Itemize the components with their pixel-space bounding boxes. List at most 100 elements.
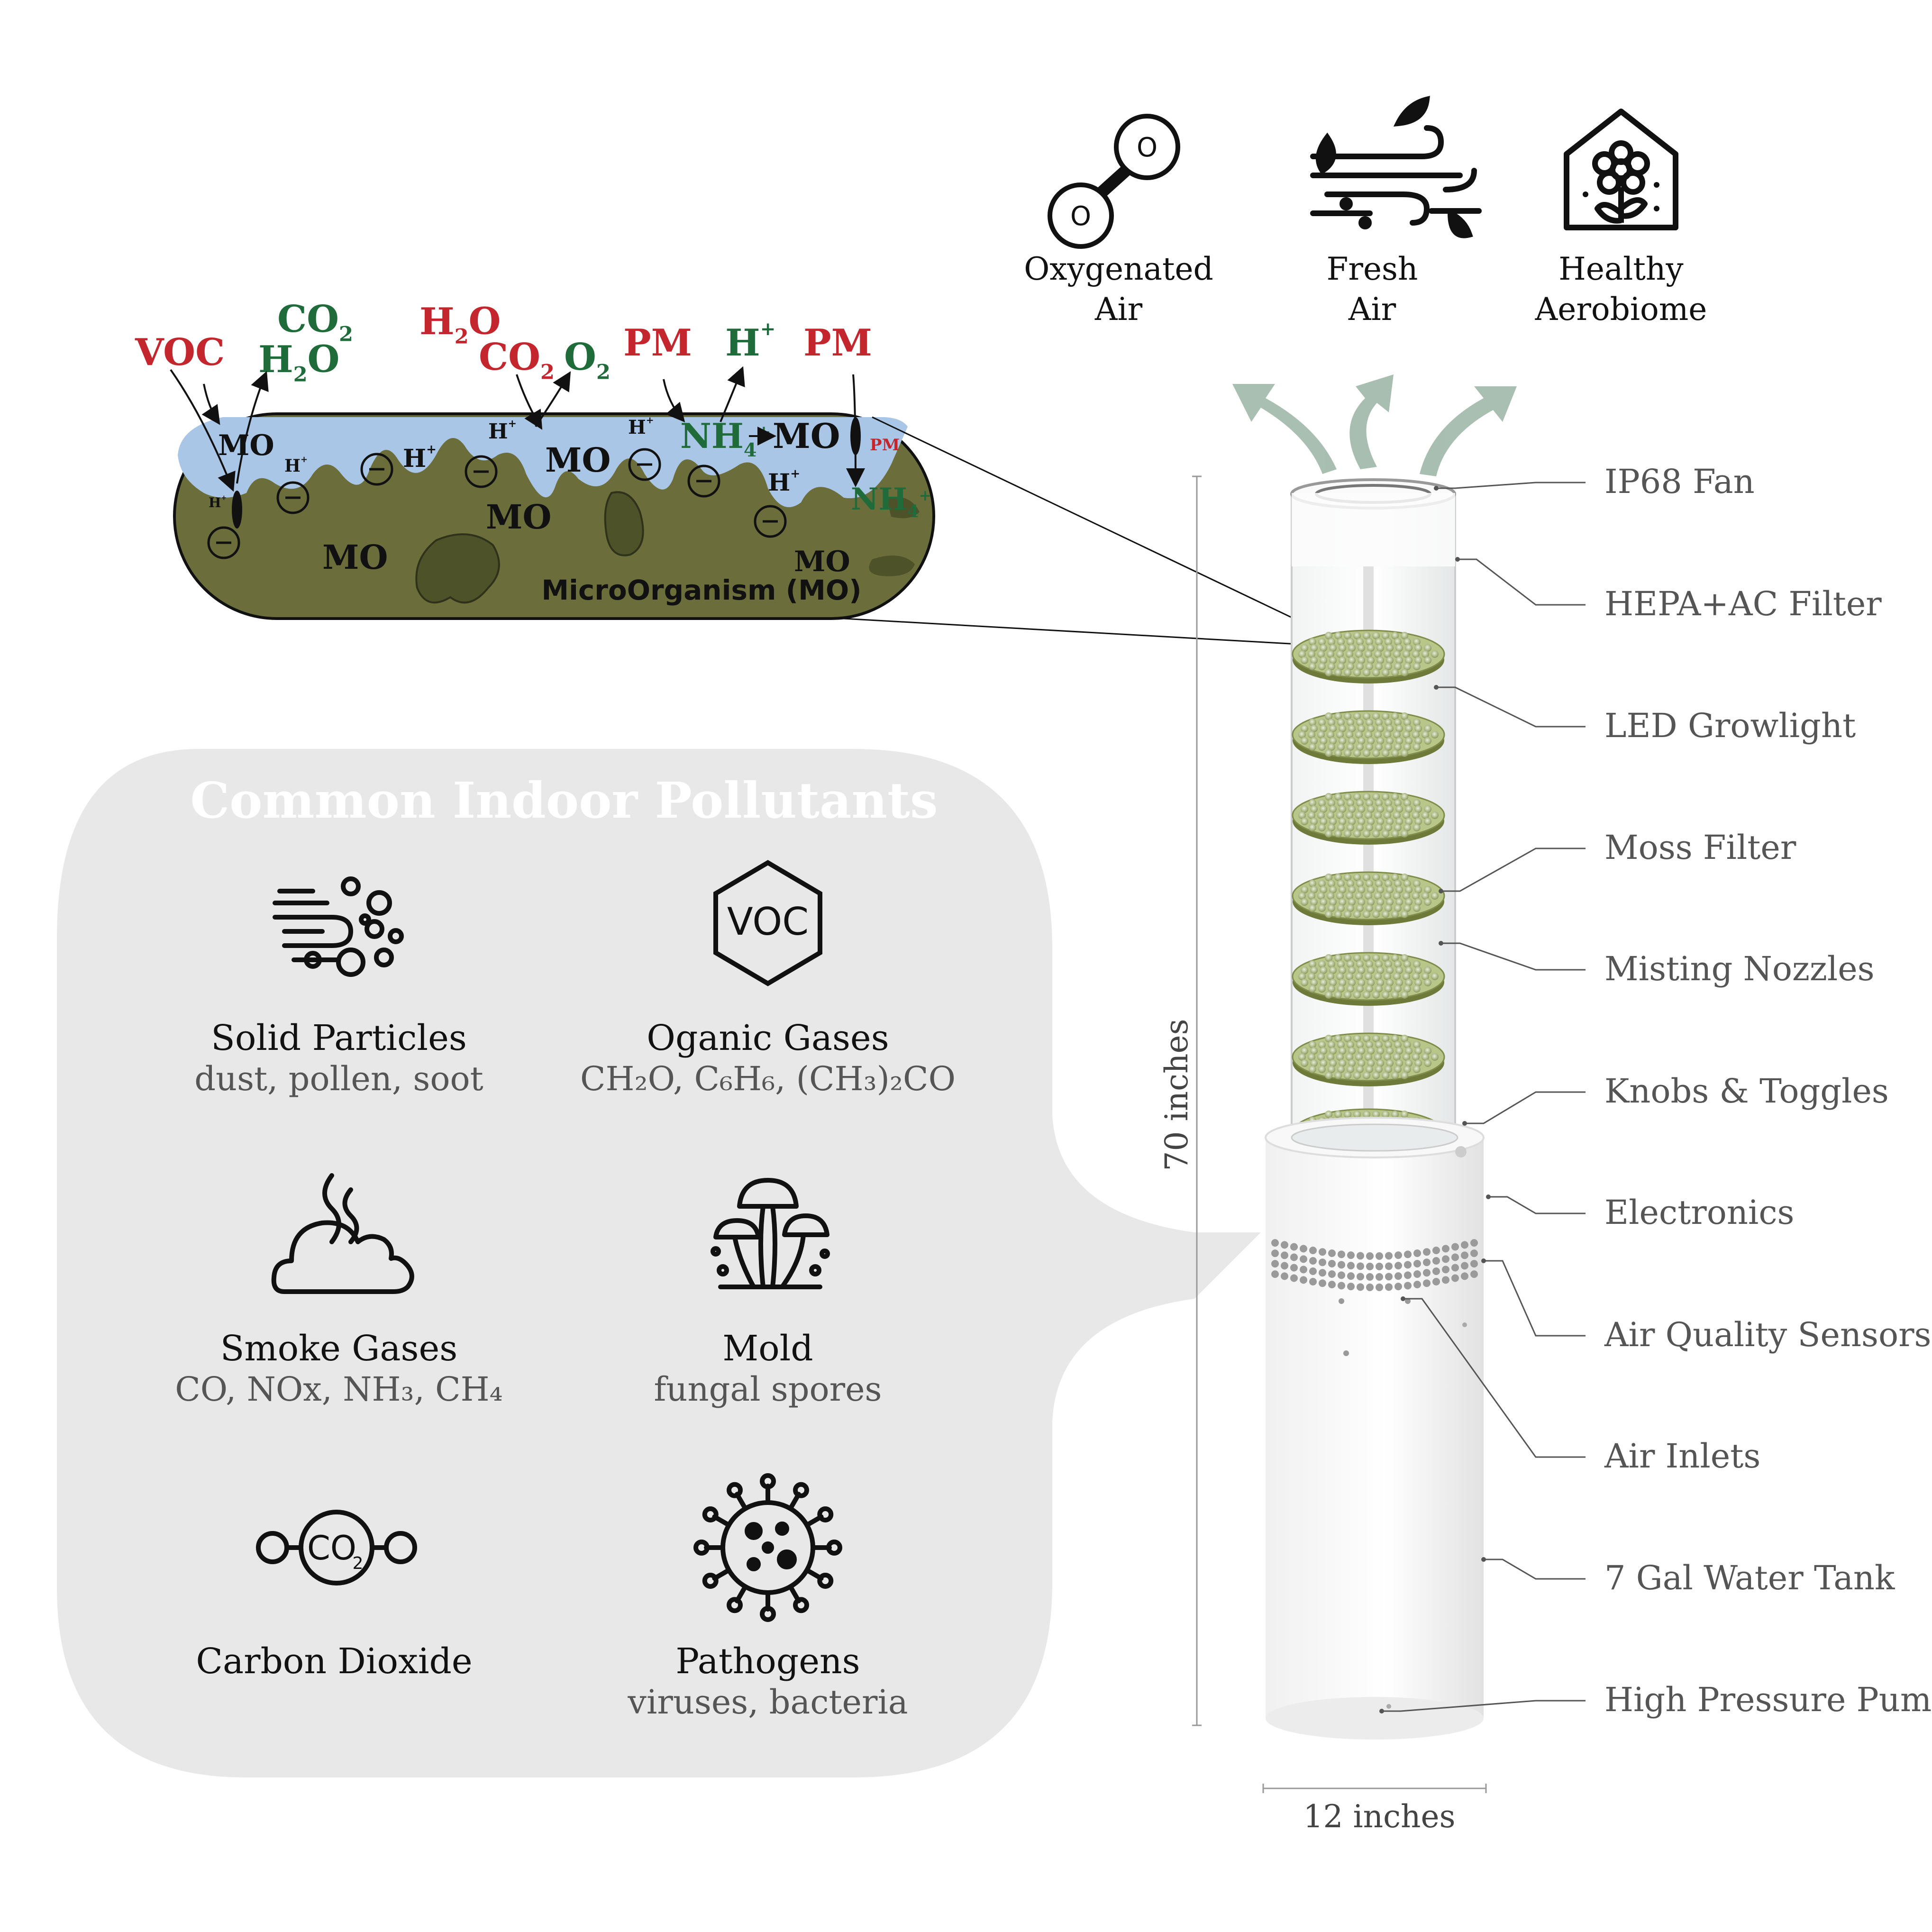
air-inlet-hole	[1300, 1276, 1307, 1284]
negative-charge-icon	[628, 448, 661, 481]
benefit-title-0: Oxygenated	[1024, 251, 1213, 287]
air-inlet-hole	[1451, 1253, 1459, 1261]
negative-charge-icon	[687, 465, 720, 498]
pollutant-name-4: Carbon Dioxide	[196, 1641, 472, 1682]
component-label-5: Knobs & Toggles	[1604, 1072, 1889, 1111]
air-inlet-hole	[1290, 1274, 1298, 1282]
callout-line	[1484, 1558, 1586, 1580]
air-inlet-hole	[1442, 1245, 1449, 1253]
healthy-home-icon	[1564, 109, 1678, 230]
negative-charge-icon	[465, 455, 498, 488]
air-inlet-hole	[1357, 1273, 1364, 1281]
air-inlet-hole	[1413, 1260, 1421, 1268]
species-h-plus: H+	[725, 318, 775, 365]
h-plus-4: H+	[768, 467, 800, 497]
air-inlet-hole	[1394, 1262, 1402, 1270]
pollutant-detail-0: dust, pollen, soot	[194, 1059, 483, 1098]
h-plus-1: H+	[403, 442, 437, 473]
air-inlet-hole	[1376, 1273, 1383, 1281]
air-inlet-hole	[1385, 1252, 1393, 1260]
species-pm-1: PM	[623, 321, 692, 365]
component-label-4: Misting Nozzles	[1604, 949, 1875, 988]
oxygen-molecule-icon: O O	[1048, 114, 1180, 249]
pollutants-panel: Common Indoor Pollutants VOC	[57, 749, 1261, 1777]
air-inlet-hole	[1271, 1249, 1279, 1258]
air-inlet-hole	[1376, 1252, 1383, 1260]
air-inlet-hole	[1423, 1248, 1431, 1256]
air-inlet-hole	[1461, 1241, 1468, 1249]
air-inlet-hole	[1413, 1249, 1421, 1258]
air-inlet-hole	[1423, 1279, 1431, 1287]
air-inlet-hole	[1338, 1250, 1345, 1258]
air-inlet-hole	[1451, 1243, 1459, 1251]
callout-line	[1458, 558, 1586, 606]
air-inlet-hole	[1309, 1277, 1317, 1285]
benefit-subtitle-1: Air	[1348, 291, 1396, 328]
air-inlet-hole	[1281, 1262, 1288, 1270]
air-inlet-hole	[1357, 1262, 1364, 1270]
voc-hexagon-icon: VOC	[713, 860, 822, 986]
air-inlet-hole	[1347, 1283, 1355, 1291]
air-inlet-hole	[1432, 1246, 1440, 1254]
benefit-subtitle-2: Aerobiome	[1535, 291, 1707, 328]
air-inlet-hole	[1366, 1283, 1374, 1291]
air-inlet-hole	[1271, 1270, 1279, 1278]
moss-tray	[1292, 629, 1445, 683]
water-layer	[178, 417, 908, 507]
virus-icon	[693, 1473, 842, 1622]
pollutant-detail-1: CH₂O, C₆H₆, (CH₃)₂CO	[580, 1059, 956, 1098]
benefit-subtitle-0: Air	[1094, 291, 1143, 328]
air-inlet-hole	[1281, 1241, 1288, 1249]
moss-tray	[1292, 791, 1445, 845]
component-label-1: HEPA+AC Filter	[1604, 584, 1882, 623]
air-inlet-hole	[1347, 1272, 1355, 1280]
air-inlet-hole	[1423, 1269, 1431, 1277]
air-inlet-hole	[1319, 1258, 1326, 1267]
air-inlet-hole	[1470, 1260, 1478, 1268]
moss-tray	[1292, 952, 1445, 1006]
air-inlet-hole	[1338, 1261, 1345, 1269]
air-inlet-hole	[1451, 1274, 1459, 1282]
component-label-7: Air Quality Sensors	[1604, 1315, 1931, 1354]
callout-line	[1465, 1091, 1586, 1124]
air-inlet-hole	[1461, 1251, 1468, 1259]
pollutant-detail-3: fungal spores	[654, 1370, 882, 1409]
moss-tray	[1292, 710, 1445, 764]
component-label-2: LED Growlight	[1604, 706, 1856, 745]
air-inlet-hole	[1376, 1262, 1383, 1270]
air-inlet-hole	[1394, 1272, 1402, 1280]
pollutant-detail-5: viruses, bacteria	[627, 1683, 908, 1722]
component-label-6: Electronics	[1604, 1193, 1794, 1232]
fresh-air-icon	[1310, 96, 1482, 238]
moss-tray	[1292, 1032, 1445, 1086]
air-inlet-hole	[1328, 1249, 1336, 1258]
air-inlet-hole	[1281, 1272, 1288, 1280]
negative-charge-icon	[360, 453, 393, 486]
air-inlet-hole	[1461, 1262, 1468, 1270]
air-inlet-hole	[1290, 1264, 1298, 1272]
air-inlet-hole	[1338, 1282, 1345, 1290]
mo-label-4: MO	[486, 497, 551, 537]
base-cylinder	[1266, 1138, 1484, 1718]
benefit-title-1: Fresh	[1327, 251, 1418, 287]
svg-text:O: O	[1137, 132, 1157, 163]
air-inlet-hole	[1470, 1249, 1478, 1258]
air-inlet-hole	[1404, 1282, 1412, 1290]
air-inlet-hole	[1347, 1262, 1355, 1270]
biofilm-caption: MicroOrganism (MO)	[541, 574, 861, 606]
air-inlet-hole	[1357, 1283, 1364, 1291]
air-inlet-hole	[1300, 1255, 1307, 1263]
mo-label-6: MO	[794, 545, 850, 578]
species-nh4-in: NH4+	[680, 416, 771, 461]
callout-line	[1382, 1700, 1586, 1712]
pollutants-bubble	[57, 749, 1261, 1777]
svg-text:O: O	[1070, 201, 1091, 232]
svg-text:VOC: VOC	[727, 900, 809, 944]
component-label-8: Air Inlets	[1604, 1437, 1760, 1476]
pollutant-name-2: Smoke Gases	[220, 1328, 458, 1369]
air-inlet-hole	[1357, 1252, 1364, 1260]
air-inlet-hole	[1432, 1257, 1440, 1265]
